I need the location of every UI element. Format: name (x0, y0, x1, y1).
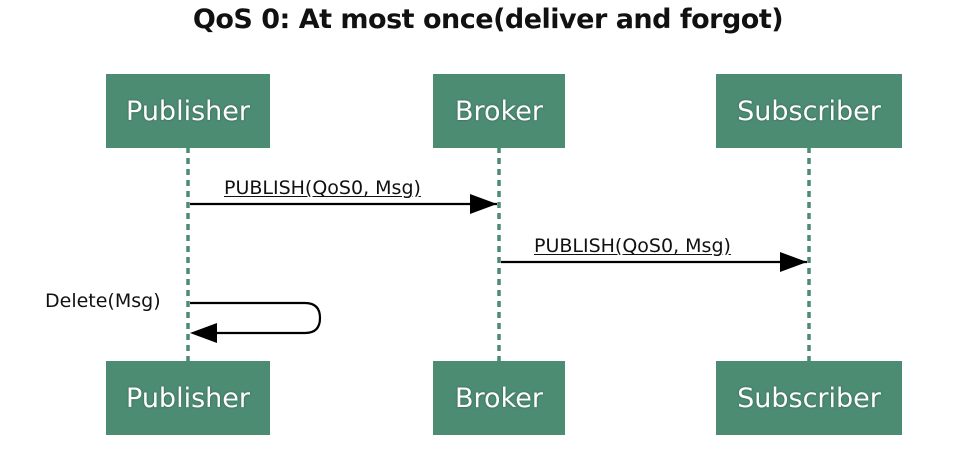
self-message-loop (190, 301, 322, 335)
actor-label: Subscriber (737, 382, 881, 414)
actor-subscriber-top: Subscriber (716, 74, 902, 148)
self-message-arrowhead (190, 323, 217, 343)
actor-publisher-bottom: Publisher (106, 361, 270, 435)
actor-label: Broker (455, 95, 543, 127)
actor-label: Subscriber (737, 95, 881, 127)
message-arrowhead-broker-subscriber (780, 252, 807, 272)
actor-publisher-top: Publisher (106, 74, 270, 148)
actor-label: Publisher (126, 382, 250, 414)
message-label-broker-subscriber: PUBLISH(QoS0, Msg) (534, 235, 731, 257)
actor-broker-bottom: Broker (433, 361, 565, 435)
actor-subscriber-bottom: Subscriber (716, 361, 902, 435)
diagram-title: QoS 0: At most once(deliver and forgot) (192, 4, 784, 35)
message-arrowhead-publisher-broker (470, 194, 497, 214)
actor-broker-top: Broker (433, 74, 565, 148)
self-message-label: Delete(Msg) (45, 290, 161, 312)
message-label-publisher-broker: PUBLISH(QoS0, Msg) (224, 177, 421, 199)
actor-label: Broker (455, 382, 543, 414)
actor-label: Publisher (126, 95, 250, 127)
